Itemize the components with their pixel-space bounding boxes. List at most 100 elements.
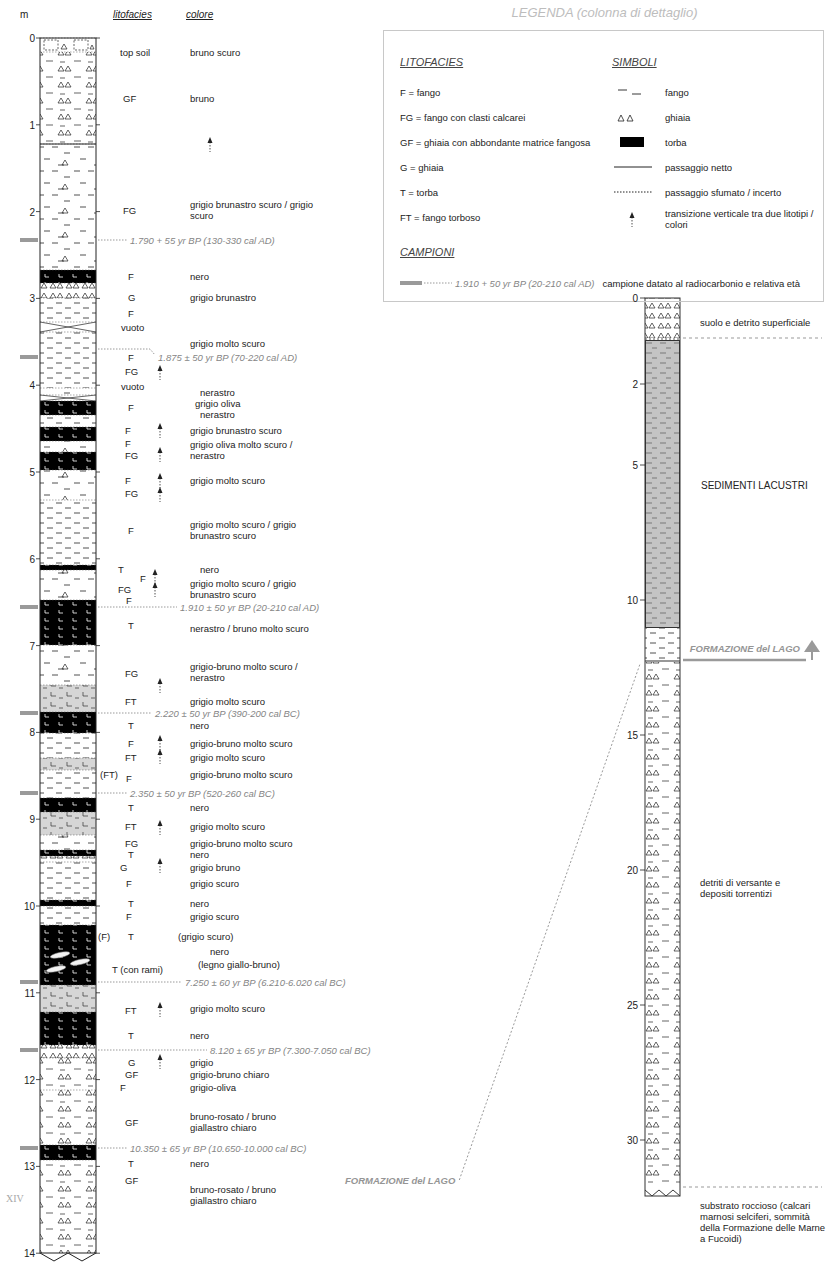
- color-name: grigio brunastro scuro: [190, 425, 282, 436]
- color-name: grigio molto scuro / grigio brunastro sc…: [190, 519, 315, 541]
- lithofacies-code: FT: [125, 1005, 137, 1016]
- layer-contact: [40, 850, 96, 851]
- depth-tick: [96, 732, 100, 733]
- color-name: nero: [190, 271, 209, 282]
- transition-arrow: [160, 683, 161, 693]
- depth-tick: [36, 38, 40, 39]
- legend-label: passaggio netto: [665, 162, 732, 173]
- layer-contact: [40, 441, 96, 442]
- lithofacies-code: F: [128, 308, 134, 319]
- color-name: nero: [200, 564, 219, 575]
- color-name: grigio-bruno molto scuro: [190, 769, 292, 780]
- color-name: nero: [190, 1158, 209, 1169]
- layer-contact: [40, 1145, 96, 1146]
- lithofacies-code: FT: [125, 821, 137, 832]
- lithofacies-code: F: [128, 271, 134, 282]
- lithology-layer: [40, 850, 96, 856]
- lithofacies-code: F: [125, 425, 131, 436]
- color-name: nero: [210, 946, 229, 957]
- legend-item: F = fango: [400, 87, 440, 98]
- radiocarbon-date: 1.910 + 50 yr BP (20-210 cal AD): [455, 278, 595, 289]
- color-name: grigio oliva molto scuro / nerastro: [190, 439, 315, 461]
- lithology-layer: [40, 322, 96, 332]
- formation-marker: [804, 640, 820, 652]
- color-name: grigio-oliva: [190, 1082, 236, 1093]
- legend-symbol: [614, 192, 652, 193]
- sample-bar: [20, 1048, 38, 1052]
- layer-contact: [40, 322, 96, 323]
- color-name: grigio molto scuro: [190, 696, 265, 707]
- column-outline: [645, 298, 680, 1196]
- lithology-layer: [40, 770, 96, 798]
- depth-tick: [96, 38, 100, 39]
- depth-tick: [36, 906, 40, 907]
- depth-number: 0: [632, 293, 638, 304]
- depth-tick: [96, 211, 100, 212]
- transition-arrow: [158, 678, 163, 684]
- layer-contact: [40, 798, 96, 799]
- layer-contact: [40, 1045, 96, 1046]
- layer-contact: [40, 452, 96, 453]
- depth-number: 9: [29, 814, 35, 825]
- transition-arrow: [160, 428, 161, 438]
- transition-arrow: [208, 137, 213, 143]
- lithology-layer: [40, 1058, 96, 1090]
- depth-number: 12: [24, 1075, 35, 1086]
- color-name: grigio-bruno molto scuro: [190, 738, 292, 749]
- depth-number: 2: [29, 207, 35, 218]
- lithofacies-code: FG: [118, 584, 131, 595]
- depth-tick: [640, 870, 645, 871]
- layer-contact: [40, 758, 96, 759]
- depth-tick: [96, 385, 100, 386]
- depth-tick: [36, 211, 40, 212]
- layer-contact: [40, 733, 96, 734]
- legend-label: ghiaia: [665, 112, 690, 123]
- lithology-layer: [40, 470, 96, 500]
- bedrock-mark: [645, 1190, 680, 1196]
- lithofacies-code: FG: [125, 838, 138, 849]
- transition-arrow: [160, 370, 161, 380]
- depth-number: 5: [29, 467, 35, 478]
- transition-arrow: [160, 863, 161, 873]
- column-header: litofacies: [113, 9, 152, 20]
- transition-arrow: [158, 820, 163, 826]
- depth-number: 1: [29, 120, 35, 131]
- color-name: grigio brunastro: [190, 292, 256, 303]
- transition-arrow: [160, 1059, 161, 1069]
- lithofacies-code: F: [126, 773, 132, 784]
- lithofacies-code: T: [128, 720, 134, 731]
- transition-arrow: [210, 142, 211, 152]
- layer-contact: [40, 565, 96, 566]
- layer-contact: [40, 332, 96, 333]
- depth-number: 13: [24, 1161, 35, 1172]
- depth-number: 11: [25, 988, 35, 999]
- layer-contact: [40, 144, 96, 145]
- layer-contact: [40, 500, 96, 501]
- wood-fragment: [46, 964, 67, 973]
- depth-tick: [96, 1079, 100, 1080]
- color-name: bruno-rosato / bruno giallastro chiaro: [190, 1111, 315, 1133]
- sharp-contact: [645, 660, 680, 661]
- legend-label: torba: [665, 137, 687, 148]
- depth-tick: [96, 472, 100, 473]
- transition-arrow: [158, 473, 163, 479]
- lithology-layer: [40, 812, 96, 835]
- transition-arrow: [160, 825, 161, 835]
- lithofacies-code: GF: [125, 1069, 138, 1080]
- sample-bar: [20, 791, 38, 795]
- color-name: grigio brunastro scuro / grigio scuro: [190, 199, 315, 221]
- lithofacies-code: T: [128, 1158, 134, 1169]
- color-name: nerastro: [200, 387, 235, 398]
- depth-tick: [96, 645, 100, 646]
- radiocarbon-date: 1.875 ± 50 yr BP (70-220 cal AD): [158, 352, 297, 363]
- color-name: grigio: [190, 1057, 213, 1068]
- layer-contact: [40, 645, 96, 646]
- layer-contact: [40, 685, 96, 686]
- lithofacies-code: vuoto: [121, 322, 144, 333]
- lithology-layer: [40, 712, 96, 733]
- radiocarbon-date: 8.120 ± 65 yr BP (7.300-7.050 cal BC): [210, 1045, 371, 1056]
- formation-marker: [811, 652, 813, 660]
- layer-contact: [40, 985, 96, 986]
- lithology-layer: [40, 401, 96, 415]
